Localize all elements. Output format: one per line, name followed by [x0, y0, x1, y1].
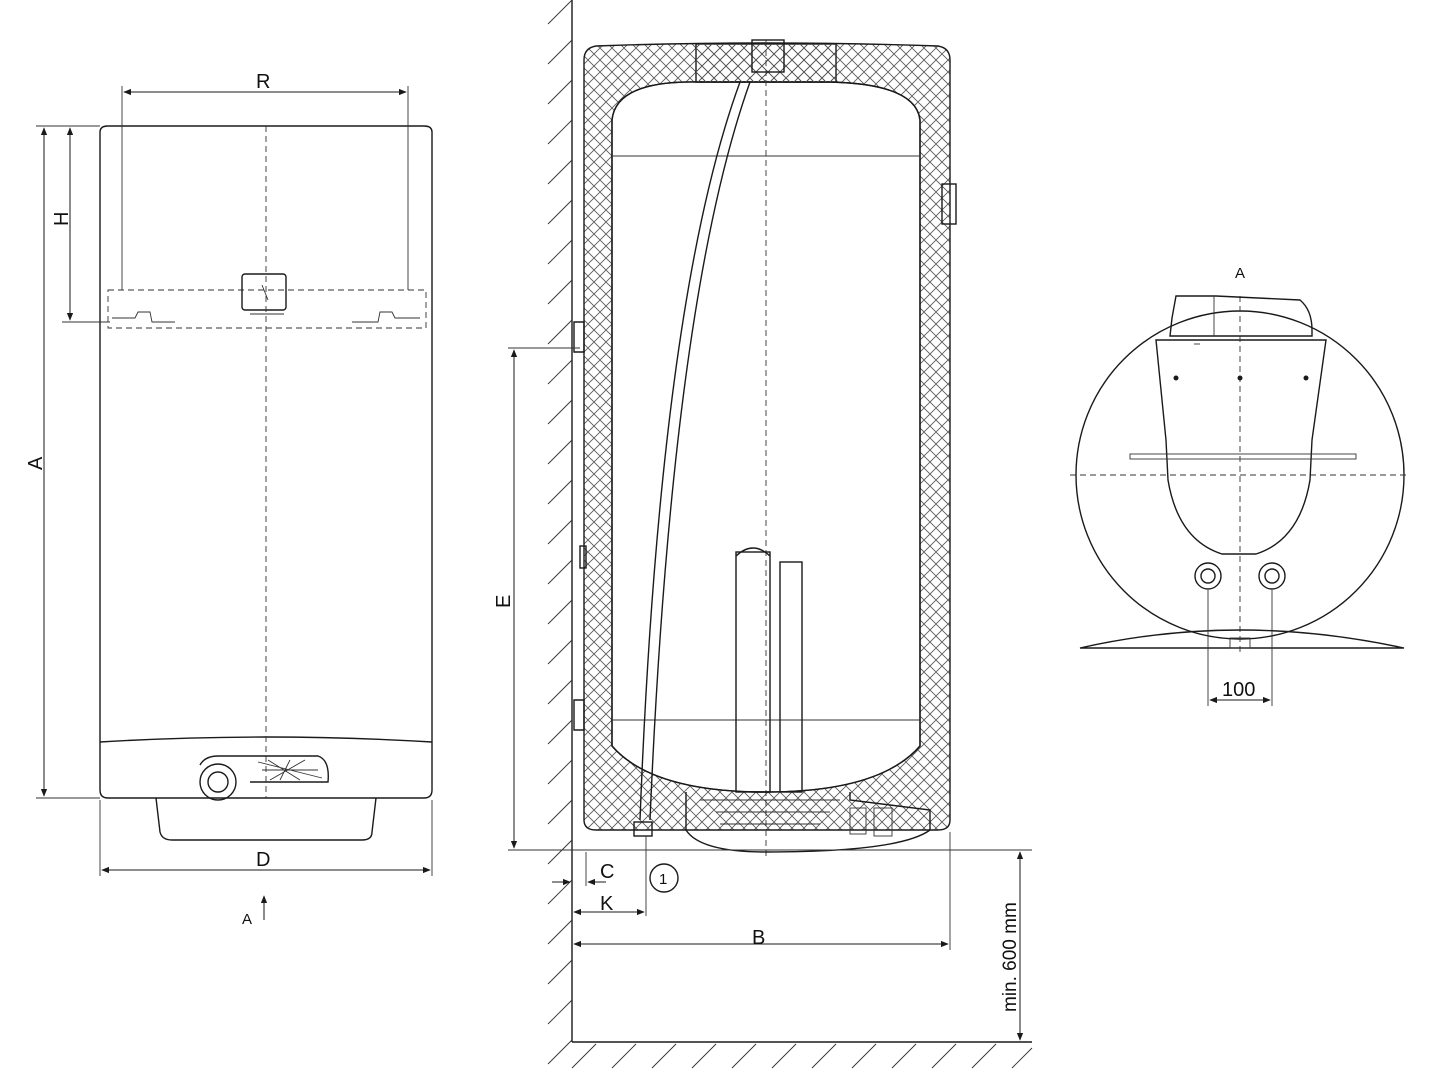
dim-label-k: K	[600, 893, 614, 915]
dim-label-c: C	[600, 861, 614, 883]
callout-1: 1	[659, 871, 667, 888]
min-clearance-label: min. 600 mm	[1000, 902, 1021, 1012]
view-arrow-label-a: A	[242, 911, 252, 928]
dim-label-d: D	[256, 849, 270, 871]
dim-label-r: R	[256, 71, 270, 93]
side-view-title: A	[1235, 265, 1245, 282]
dim-label-h: H	[51, 212, 73, 226]
dim-label-100: 100	[1222, 679, 1255, 701]
dim-label-e: E	[493, 595, 515, 608]
dim-label-b: B	[752, 927, 765, 949]
section-view	[508, 0, 1033, 1069]
front-view	[36, 86, 433, 920]
side-view-a	[1070, 295, 1410, 706]
dim-label-a: A	[25, 456, 47, 470]
